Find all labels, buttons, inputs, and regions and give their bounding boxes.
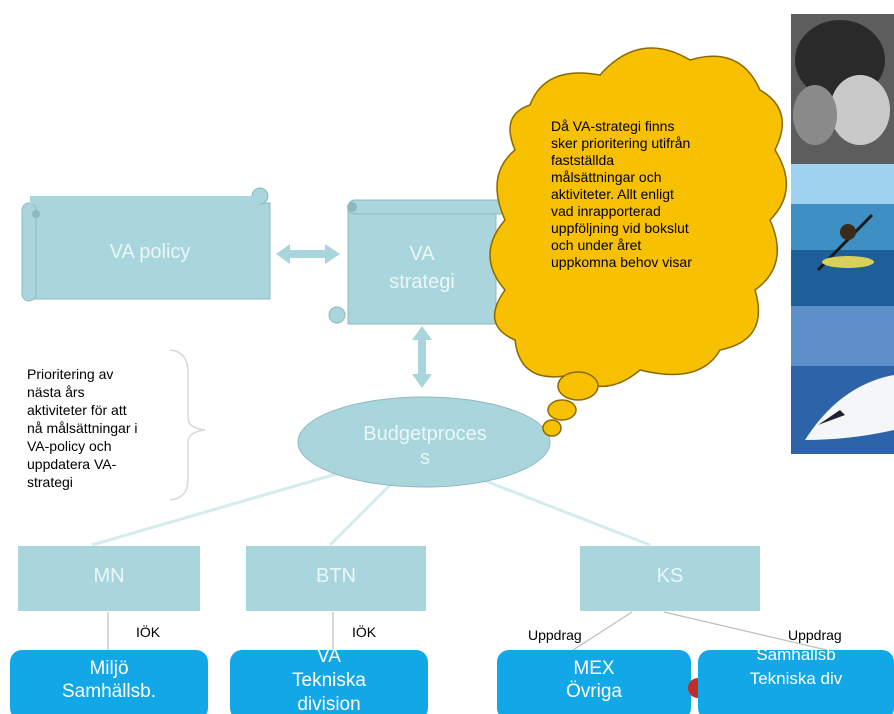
va-division-label-3: division (297, 694, 361, 712)
children-photo (791, 14, 894, 164)
budgetprocess-ellipse (297, 396, 551, 488)
note-line: uppdatera VA- (27, 456, 117, 472)
samhallsb-label-2: Tekniska div (749, 669, 843, 688)
note-line: nästa års (27, 384, 85, 400)
va-division-label-1: VA (317, 646, 341, 667)
priority-note: Prioritering av nästa års aktiviteter fö… (27, 365, 187, 491)
kayaker-photo (791, 164, 894, 306)
samhallsb-box (698, 650, 894, 714)
cloud-line: målsättningar och (551, 169, 662, 185)
va-division-label-2: Tekniska (292, 670, 366, 691)
iok-label-left: IÖK (136, 624, 161, 640)
connector-lines (91, 468, 651, 547)
va-policy-label: VA policy (109, 241, 191, 263)
miljo-label-1: Miljö (89, 658, 129, 679)
miljo-label-2: Samhällsb. (62, 681, 156, 702)
mex-box (497, 650, 691, 714)
note-line: strategi (27, 474, 73, 490)
ks-box (580, 546, 760, 611)
note-line: nå målsättningar i (27, 420, 138, 436)
cloud-line: och under året (551, 237, 642, 253)
airplane-photo (791, 306, 894, 454)
mn-label: MN (93, 565, 125, 587)
cloud-text: Då VA-strategi finns sker prioritering u… (551, 118, 756, 271)
iok-label-right: IÖK (352, 624, 377, 640)
btn-box (246, 546, 426, 611)
miljo-box (10, 650, 208, 714)
cloud-line: uppföljning vid bokslut (551, 220, 689, 236)
va-strategi-scroll (328, 199, 511, 325)
cloud-line: sker prioritering utifrån (551, 135, 691, 151)
btn-label: BTN (316, 565, 356, 587)
va-strategi-label-1: VA (409, 243, 435, 265)
note-line: Prioritering av (27, 366, 114, 382)
double-arrow-horizontal (276, 244, 340, 264)
thought-cloud (489, 47, 787, 437)
note-line: aktiviteter för att (27, 402, 127, 418)
thin-connectors (107, 611, 836, 654)
note-line: VA-policy och (27, 438, 112, 454)
mex-label-2: Övriga (566, 681, 622, 702)
double-arrow-vertical (412, 326, 432, 388)
uppdrag-label-right: Uppdrag (788, 627, 842, 643)
cloud-line: vad inrapporterad (551, 203, 661, 219)
budget-label-2: s (420, 447, 430, 469)
cloud-line: fastställda (551, 152, 615, 168)
cloud-line: uppkomna behov visar (551, 254, 692, 270)
cloud-line: aktiviteter. Allt enligt (551, 186, 674, 202)
ks-label: KS (656, 565, 684, 587)
samhallsb-label-1: Samhällsb (756, 645, 836, 664)
va-strategi-label-2: strategi (389, 271, 455, 293)
uppdrag-label-left: Uppdrag (528, 627, 582, 643)
cloud-line: Då VA-strategi finns (551, 118, 675, 134)
budget-label-1: Budgetproces (363, 423, 487, 445)
va-division-box (230, 650, 428, 714)
mex-label-1: MEX (573, 658, 615, 679)
va-policy-scroll (21, 187, 271, 302)
curly-brace (169, 349, 206, 501)
mn-box (18, 546, 200, 611)
